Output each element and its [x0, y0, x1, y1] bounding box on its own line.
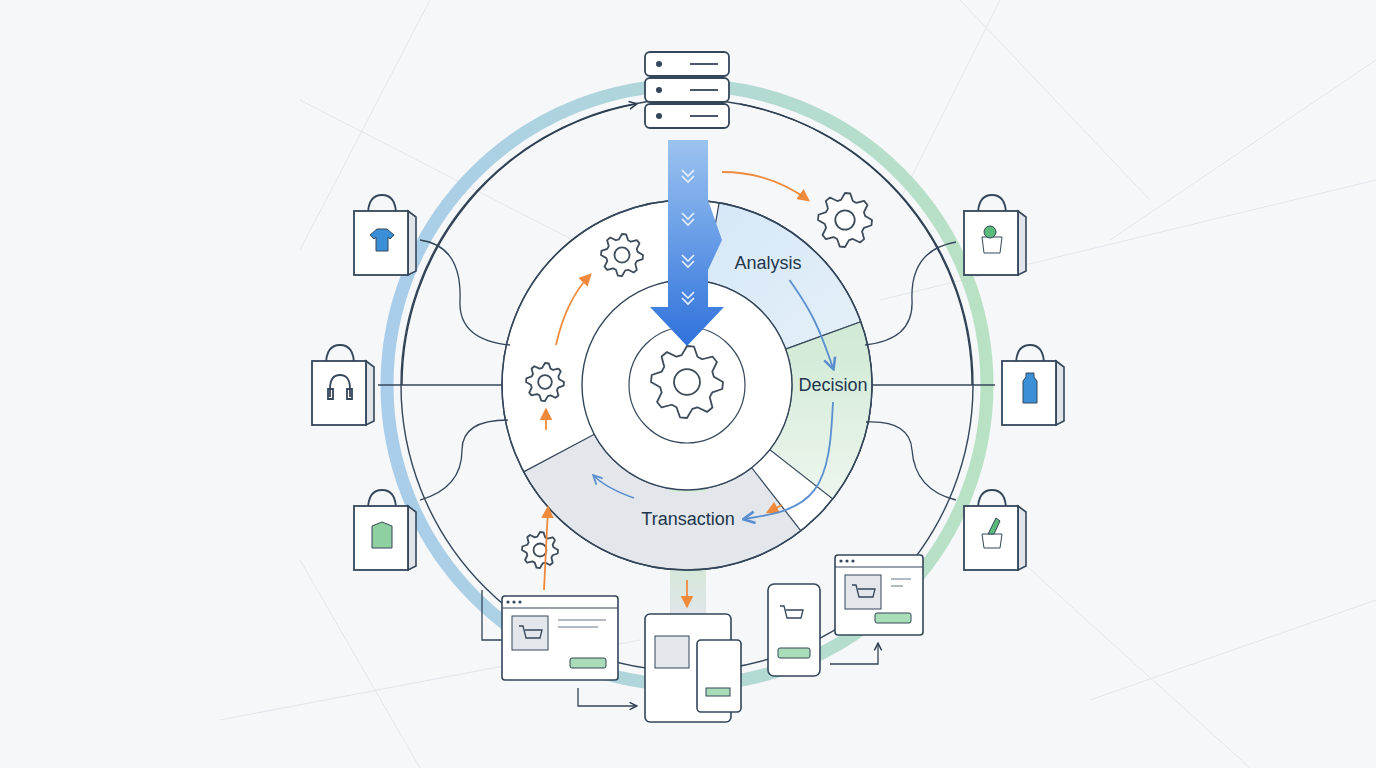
shopping-bag [964, 195, 1026, 275]
database-icon [645, 52, 729, 128]
cycle-arrow [745, 402, 833, 519]
bag-wire [378, 384, 502, 385]
flow-line [578, 688, 636, 706]
chevron [682, 219, 694, 225]
data-flow-arrow [650, 140, 724, 346]
process-arrow [545, 410, 547, 430]
chevron [682, 292, 694, 298]
phone-device [768, 584, 820, 676]
bag-wire [866, 422, 956, 500]
process-arrow [722, 172, 808, 200]
shopping-bag [354, 195, 416, 275]
bag-wire [420, 420, 508, 500]
flow-line [830, 644, 878, 664]
shopping-bag [1002, 345, 1064, 425]
process-arrow [556, 275, 590, 345]
stage-label: Transaction [641, 508, 734, 530]
shopping-bag [964, 490, 1026, 570]
bag-wire [872, 384, 995, 385]
background-lines [220, 0, 1376, 768]
gear [818, 193, 872, 247]
browser-window [502, 596, 618, 680]
center-gear [651, 346, 723, 418]
shopping-bag [312, 345, 374, 425]
gear [601, 234, 643, 276]
gear [522, 532, 558, 568]
cycle-stage: Analysis [728, 249, 807, 277]
stage-label: Decision [798, 374, 867, 396]
chevron [682, 261, 694, 267]
chevron [682, 213, 694, 219]
shopping-bag [354, 490, 416, 570]
stage-label: Analysis [734, 252, 801, 274]
flow-line [402, 104, 636, 385]
chevron [682, 255, 694, 261]
tablet-device [645, 614, 741, 722]
chevron [682, 298, 694, 304]
cycle-arrow [790, 280, 833, 368]
process-arrow [686, 580, 688, 606]
cycle-illustration [312, 52, 1064, 722]
bag-wire [420, 240, 510, 345]
chevron [682, 170, 694, 176]
process-arrow [544, 508, 548, 590]
gear [526, 363, 564, 401]
flow-line [740, 104, 972, 385]
browser-window [835, 555, 923, 635]
cycle-stage: Transaction [635, 505, 740, 533]
process-arrow [594, 476, 634, 498]
bag-wire [865, 242, 956, 345]
flow-line [482, 590, 502, 640]
chevron [682, 176, 694, 182]
cycle-stage: Decision [792, 371, 873, 399]
